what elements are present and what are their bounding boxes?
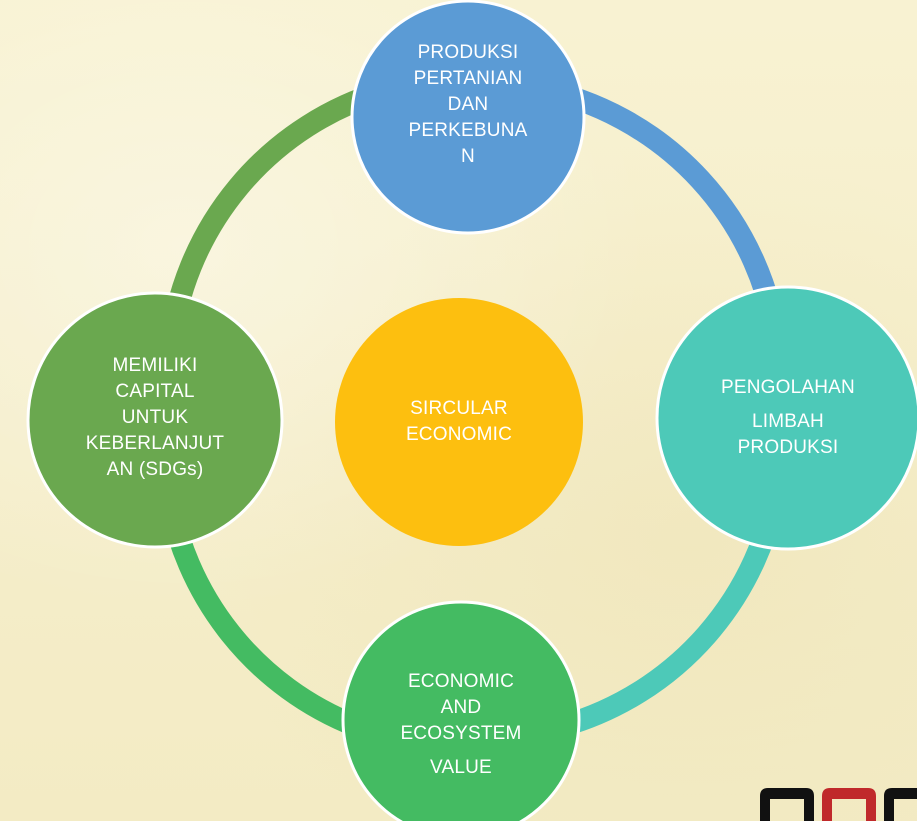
bottom-node-line-3: ECOSYSTEM [400,723,522,744]
logo-shape-3 [884,788,917,821]
node-circle-left [26,291,284,549]
center-label-line-1: SIRCULAR [410,398,508,419]
right-node-line-2: LIMBAH [752,411,824,432]
logo-shape-2 [822,788,876,821]
top-node-label: PRODUKSI PERTANIAN DAN PERKEBUNA N [383,22,553,188]
node-circle-top [350,0,586,235]
top-node-line-5: N [461,146,475,167]
center-circle [335,298,583,546]
left-node-line-3: UNTUK [121,407,189,428]
bottom-node-line-4: VALUE [430,757,492,778]
right-node-line-3: PRODUKSI [737,437,839,458]
brand-logo [760,788,917,821]
left-node-line-1: MEMILIKI [112,355,198,376]
node-circle-bottom [341,600,581,821]
left-node-label: MEMILIKI CAPITAL UNTUK KEBERLANJUT AN (S… [55,333,255,503]
right-node-label: PENGOLAHAN LIMBAH PRODUKSI [678,358,898,478]
center-label-line-2: ECONOMIC [405,424,513,445]
bottom-node-line-2: AND [440,697,482,718]
top-node-line-4: PERKEBUNA [408,120,528,141]
logo-shape-1 [760,788,814,821]
node-circle-right [655,285,917,551]
left-node-line-4: KEBERLANJUT [85,433,225,454]
left-node-line-2: CAPITAL [115,381,195,402]
top-node-line-2: PERTANIAN [413,68,523,89]
center-label: SIRCULAR ECONOMIC [359,372,559,472]
right-node-line-1: PENGOLAHAN [721,377,855,398]
bottom-node-label: ECONOMIC AND ECOSYSTEM VALUE [371,650,551,800]
bottom-node-line-1: ECONOMIC [407,671,515,692]
top-node-line-1: PRODUKSI [417,42,519,63]
top-node-line-3: DAN [447,94,489,115]
left-node-line-5: AN (SDGs) [106,459,204,480]
